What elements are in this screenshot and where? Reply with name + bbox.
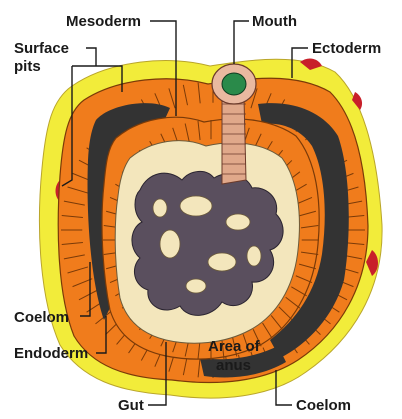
label-endoderm: Endoderm xyxy=(14,345,88,362)
label-gut: Gut xyxy=(118,397,144,414)
endoderm-island xyxy=(208,253,236,271)
endoderm-island xyxy=(153,199,167,217)
label-coelom-left: Coelom xyxy=(14,309,69,326)
label-mouth: Mouth xyxy=(252,13,297,30)
label-area-of-anus-line2: anus xyxy=(216,357,251,374)
pharynx-tube xyxy=(222,98,246,184)
endoderm-island xyxy=(160,230,180,258)
label-coelom-bottom: Coelom xyxy=(296,397,351,414)
label-area-of-anus-line1: Area of xyxy=(208,338,261,355)
label-mesoderm: Mesoderm xyxy=(66,13,141,30)
endoderm-island xyxy=(186,279,206,293)
endoderm-island xyxy=(180,196,212,216)
endoderm-island xyxy=(226,214,250,230)
leader-mouth xyxy=(234,21,249,64)
label-ectoderm: Ectoderm xyxy=(312,40,381,57)
mouth-opening xyxy=(222,73,246,95)
label-surface-pits-line2: pits xyxy=(14,58,41,75)
endoderm-island xyxy=(247,246,261,266)
label-surface-pits-line1: Surface xyxy=(14,40,69,57)
